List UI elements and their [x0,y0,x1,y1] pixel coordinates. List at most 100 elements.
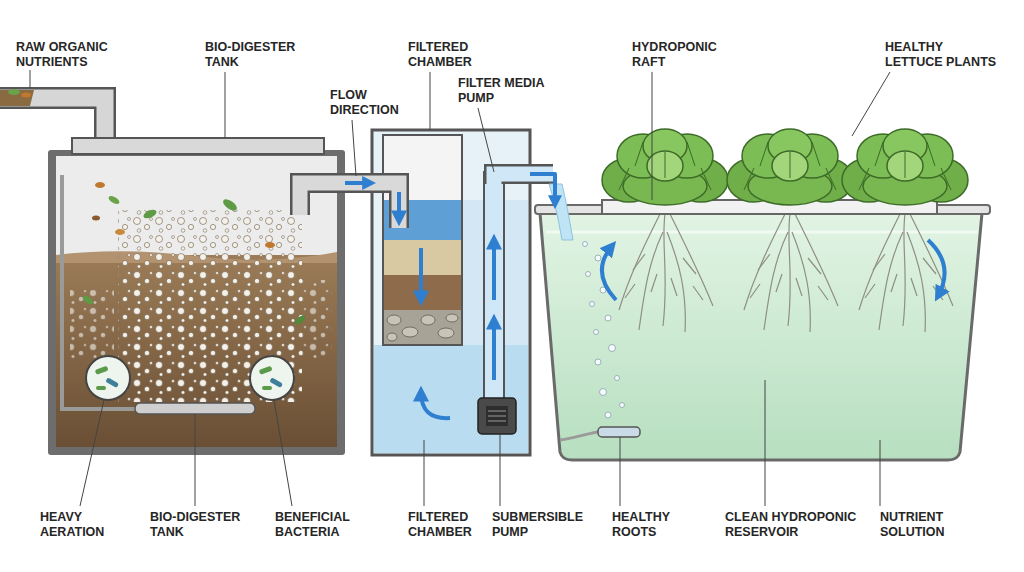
node-label: FILTERED CHAMBER [408,40,493,70]
bacterium [259,366,273,375]
aeration-bar [135,403,255,414]
flow-connector [345,181,372,185]
debris [265,242,275,248]
lettuce-head [842,129,968,205]
pebble [446,314,458,322]
callout-label: NUTRIENT SOLUTION [880,510,960,540]
bubble [586,272,591,277]
plant-roots [744,214,838,332]
leader-line [852,72,890,136]
bacteria-icon [86,356,130,400]
debris [107,194,120,205]
callout-label: FILTER MEDIA PUMP [458,76,558,106]
leader-line [225,72,226,138]
leader-line [500,434,501,506]
callout-label: SUBMERSIBLE PUMP [492,510,592,540]
pebble [438,328,454,338]
pump-body [478,398,516,434]
pouring-water [549,184,573,240]
callout-label: HEAVY AERATION [40,510,120,540]
flow-arrow [421,392,450,418]
pipe-outline [300,183,399,228]
air-bubbles [118,210,302,402]
callout-label: FLOW DIRECTION [330,88,415,118]
air-stone [598,427,640,437]
bacterium [95,366,109,375]
transfer-pipes [300,174,573,240]
bacterium [96,386,106,390]
debris [95,182,105,188]
leader-line [80,400,104,506]
plant-roots [619,214,713,332]
grille-lines [488,411,506,421]
pipe-body [300,183,399,228]
leader-line [765,380,766,506]
leader-line [478,108,494,172]
bacteria-circle [86,356,130,400]
hydroponic-reservoir: CLEAN HYDROPONIC RESERVOIR [535,205,990,460]
leader-line [620,437,621,506]
leader-line [30,70,31,88]
bubble [594,330,599,335]
pebbles [387,314,458,341]
leader-lines [30,70,890,506]
air-bubbles [70,290,114,360]
reservoir-body [540,213,982,460]
lettuce-head [602,129,728,205]
reservoir-drawing [535,129,990,460]
debris [92,216,100,221]
water-surface [546,231,978,234]
callout-label: HYDROPONIC RAFT [632,40,727,70]
riser-pipe [484,172,504,400]
flow-arrow [419,248,423,300]
air-line [62,175,135,409]
flow-arrow [492,320,496,380]
bubble [583,242,588,247]
callout-label: BENEFICIAL BACTERIA [275,510,365,540]
flow-arrow [397,192,401,220]
falling-debris [81,182,306,326]
callout-label: HEALTHY ROOTS [612,510,687,540]
bubble [605,412,611,418]
leader-line [880,440,881,506]
pebble [402,327,418,337]
debris [142,208,158,220]
leader-line [652,72,653,200]
leader-line [274,400,292,506]
bacterium [269,377,283,388]
bacteria-icon [250,356,294,400]
bubble [595,255,601,261]
bubble [600,389,607,396]
pebble-layer [384,310,461,344]
pipe-body [494,174,553,184]
circulation-arrow [928,240,945,296]
leader-line [352,120,356,176]
organic-sludge [0,90,34,106]
bubble [595,359,601,365]
debris [221,197,239,213]
debris [81,294,94,306]
leader-line [430,72,431,130]
pipe-outline [494,174,553,184]
bubble [590,302,595,307]
flow-arrow [492,240,496,300]
reservoir-bubbles [583,242,625,419]
tank-lid [72,138,324,154]
bio-digester-tank: BIO-DIGESTER TANK [48,150,345,455]
callout-label: RAW ORGANIC NUTRIENTS [16,40,121,70]
debris [293,314,306,326]
flow-connector [530,174,555,205]
air-line [560,432,598,440]
bacterium [262,386,272,390]
node-label: BIO-DIGESTER TANK [205,40,310,70]
node-label: CLEAN HYDROPONIC RESERVOIR [725,510,865,540]
bubble [615,376,620,381]
leaf-bit [21,93,31,98]
debris [115,229,125,235]
filtered-chamber: FILTERED CHAMBER [372,130,530,455]
pebble [387,333,397,341]
leaf-bit [8,89,20,95]
filter-column [383,135,462,345]
lettuce-head [727,129,853,205]
bubble [609,345,616,352]
